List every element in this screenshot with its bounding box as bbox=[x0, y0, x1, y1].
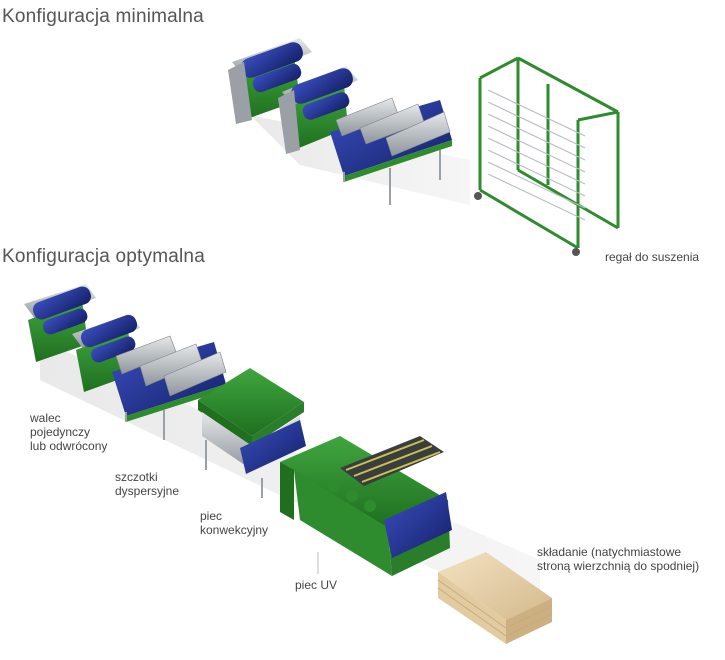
heading-optimal-configuration: Konfiguracja optymalna bbox=[2, 246, 205, 267]
label-stacking: składanie (natychmiastowe stroną wierzch… bbox=[537, 545, 700, 573]
label-uv-oven: piec UV bbox=[295, 578, 338, 592]
brush-conveyor-optimal bbox=[112, 335, 227, 440]
optimal-line bbox=[24, 284, 553, 644]
brush-conveyor bbox=[330, 97, 452, 205]
heading-minimal-configuration: Konfiguracja minimalna bbox=[2, 6, 204, 27]
minimal-line bbox=[228, 38, 620, 256]
label-convection-oven: piec konwekcyjny bbox=[200, 509, 269, 537]
drying-rack bbox=[474, 56, 620, 256]
label-drying-rack: regał do suszenia bbox=[605, 250, 700, 264]
uv-oven bbox=[280, 436, 452, 576]
label-roller: walec pojedynczy lub odwrócony bbox=[30, 411, 108, 453]
roller-machine-3 bbox=[24, 284, 96, 362]
label-brushes: szczotki dyspersyjne bbox=[115, 470, 180, 498]
convection-oven bbox=[198, 368, 306, 498]
wood-stack bbox=[437, 552, 553, 644]
